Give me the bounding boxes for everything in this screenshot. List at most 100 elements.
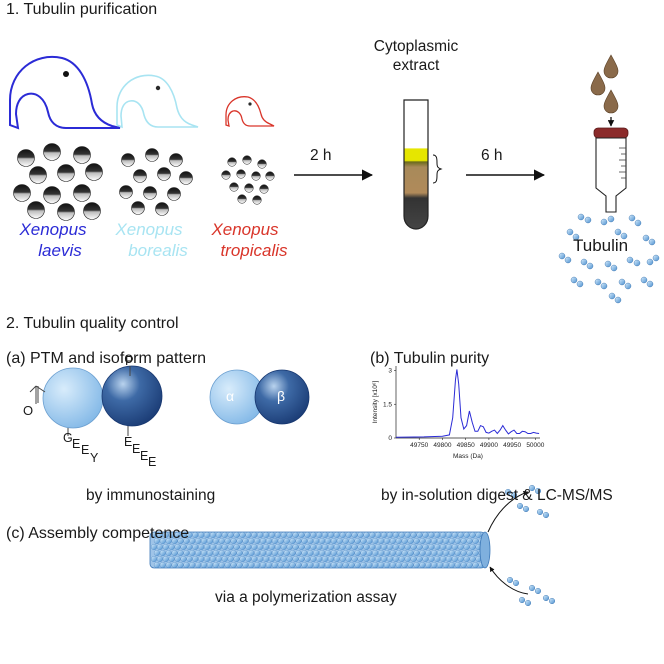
frog-laevis-icon [9,55,121,130]
lattice-dimer [198,556,205,562]
lattice-dimer [410,556,417,562]
lattice-dimer [428,544,435,550]
lattice-dimer [446,532,452,538]
lattice-dimer [307,538,314,544]
ptm-glu-2: E [132,442,141,456]
lattice-dimer [271,550,278,556]
lattice-dimer [307,562,314,568]
lattice-dimer [171,562,178,568]
lattice-dimer [369,532,376,538]
lattice-dimer [156,556,163,562]
panel-a-title: (a) PTM and isoform pattern [6,350,207,367]
lattice-dimer [330,562,337,568]
lattice-dimer [401,550,408,556]
lattice-dimer [389,550,396,556]
lattice-dimer [260,562,267,568]
lattice-dimer [277,562,284,568]
lattice-dimer [186,544,193,550]
lattice-dimer [457,556,464,562]
lattice-dimer [230,550,237,556]
lattice-dimer [212,538,219,544]
lattice-dimer [295,550,302,556]
lattice-dimer [375,556,382,562]
lattice-dimer [395,562,402,568]
lattice-dimer [266,562,272,568]
lattice-dimer [165,538,172,544]
lattice-dimer [239,556,246,562]
section1-title: 1. Tubulin purification [6,1,158,18]
lattice-dimer [319,550,326,556]
lattice-dimer [410,532,417,538]
lattice-dimer [431,562,438,568]
lattice-dimer [198,532,205,538]
lattice-dimer [330,538,337,544]
lattice-dimer [360,562,367,568]
x-tick-label: 49950 [503,442,521,449]
lattice-dimer [277,538,284,544]
column-syringe-icon [593,127,629,213]
lattice-dimer [454,550,461,556]
lattice-dimer [168,556,175,562]
lattice-dimer [174,556,181,562]
lattice-dimer [434,544,441,550]
lattice-dimer [162,544,169,550]
lattice-dimer [339,544,346,550]
extract-label: Cytoplasmic extract [366,37,466,75]
lattice-dimer [151,544,157,550]
microtubule-icon [149,531,491,569]
lattice-dimer [404,556,411,562]
lattice-dimer [159,550,166,556]
lattice-dimer [242,550,249,556]
lattice-dimer [451,556,458,562]
lattice-dimer [319,538,326,544]
lattice-dimer [221,544,228,550]
lattice-dimer [151,532,157,538]
lattice-dimer [389,538,396,544]
lattice-dimer [301,538,308,544]
lattice-dimer [192,532,199,538]
lattice-dimer [204,532,211,538]
lattice-dimer [401,538,408,544]
lattice-dimer [257,532,264,538]
alpha-label: α [226,388,235,404]
lattice-dimer [192,556,199,562]
lattice-dimer [333,556,340,562]
lattice-dimer [443,562,449,568]
lattice-dimer [389,562,396,568]
lattice-dimer [431,550,438,556]
lattice-dimer [274,532,281,538]
ptm-glu-3: E [140,449,149,463]
lattice-dimer [372,538,379,544]
borealis-genus: Xenopus [115,220,183,239]
lattice-dimer [460,562,467,568]
alpha-beta-dimer-icon [209,369,310,425]
lattice-dimer [230,562,237,568]
lattice-dimer [260,538,267,544]
species-tropicalis-label: Xenopus tropicalis [200,219,290,261]
eggs-borealis-group [119,148,193,216]
ptm-acetyl-label: O [23,403,34,418]
lattice-dimer [286,556,293,562]
lattice-dimer [354,550,361,556]
lattice-dimer [207,538,213,544]
lattice-dimer [357,532,364,538]
lattice-dimer [280,556,287,562]
lattice-dimer [283,562,290,568]
lattice-dimer [348,550,355,556]
lattice-dimer [301,562,308,568]
lattice-dimer [269,532,275,538]
lattice-dimer [339,532,346,538]
beta-label: β [277,388,286,404]
lattice-dimer [242,562,249,568]
lattice-dimer [153,550,160,556]
lattice-dimer [354,562,361,568]
lattice-dimer [159,538,166,544]
depolymer-arrow [487,490,529,533]
borealis-epithet: borealis [128,241,188,260]
lattice-dimer [298,556,305,562]
panel-a-method: by immunostaining [86,487,216,504]
lattice-dimer [413,562,420,568]
lattice-dimer [221,556,228,562]
tubulin-product-label: Tubulin [573,236,629,255]
free-dimers-group [505,485,556,607]
